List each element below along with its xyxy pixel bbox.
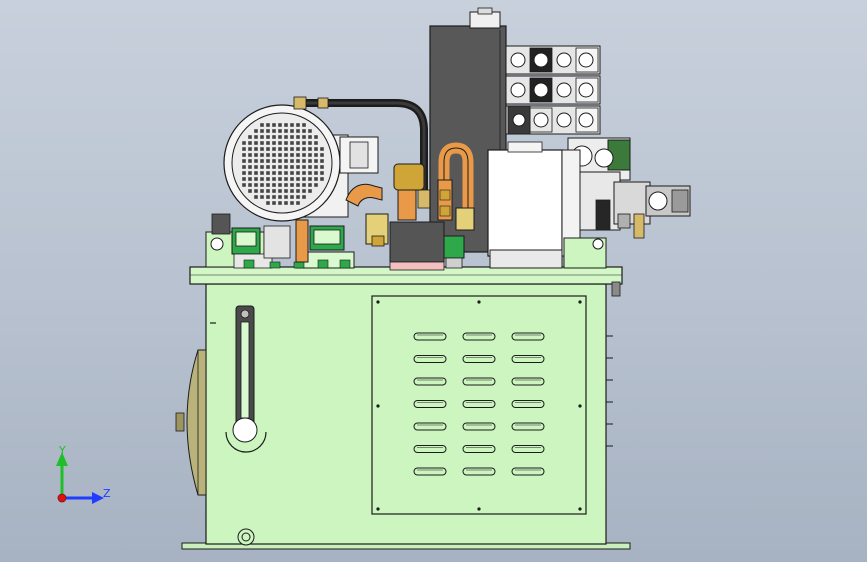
filter-housing <box>487 141 607 269</box>
copper-pipework <box>365 142 475 271</box>
y-axis-label: Y <box>58 444 66 457</box>
vent-slot <box>462 355 496 363</box>
z-axis-label: Z <box>103 487 111 500</box>
vent-slot <box>413 400 447 408</box>
vent-slot <box>413 422 447 431</box>
oil-level-gauge <box>225 305 267 453</box>
vent-slot <box>462 332 496 341</box>
side-cover-plate <box>175 349 207 496</box>
motor-mount <box>205 213 355 269</box>
vent-slot <box>413 355 447 363</box>
vent-slot <box>413 467 447 476</box>
suction-pipe <box>295 183 383 263</box>
vent-slot <box>511 377 545 386</box>
vent-slot <box>462 467 496 476</box>
directional-valve[interactable] <box>567 137 691 239</box>
pressure-hose <box>293 96 431 209</box>
vent-slot <box>413 445 447 453</box>
vent-slot <box>462 377 496 386</box>
vent-slot <box>462 445 496 453</box>
electric-motor[interactable] <box>223 104 379 222</box>
axis-triad: Y Z <box>56 444 111 504</box>
vent-slot <box>511 467 545 476</box>
vent-slot <box>462 400 496 408</box>
z-axis-arrow-icon <box>92 492 104 504</box>
vent-slot <box>462 422 496 431</box>
vent-slot <box>511 355 545 363</box>
vent-panel <box>371 295 587 515</box>
vent-slot <box>511 332 545 341</box>
solenoid-valve-stack[interactable] <box>505 45 601 135</box>
vent-slot <box>511 422 545 431</box>
vent-slot <box>511 445 545 453</box>
vent-slot <box>413 332 447 341</box>
vent-slot <box>511 400 545 408</box>
y-axis-arrow-icon <box>56 452 68 466</box>
vent-slot <box>413 377 447 386</box>
